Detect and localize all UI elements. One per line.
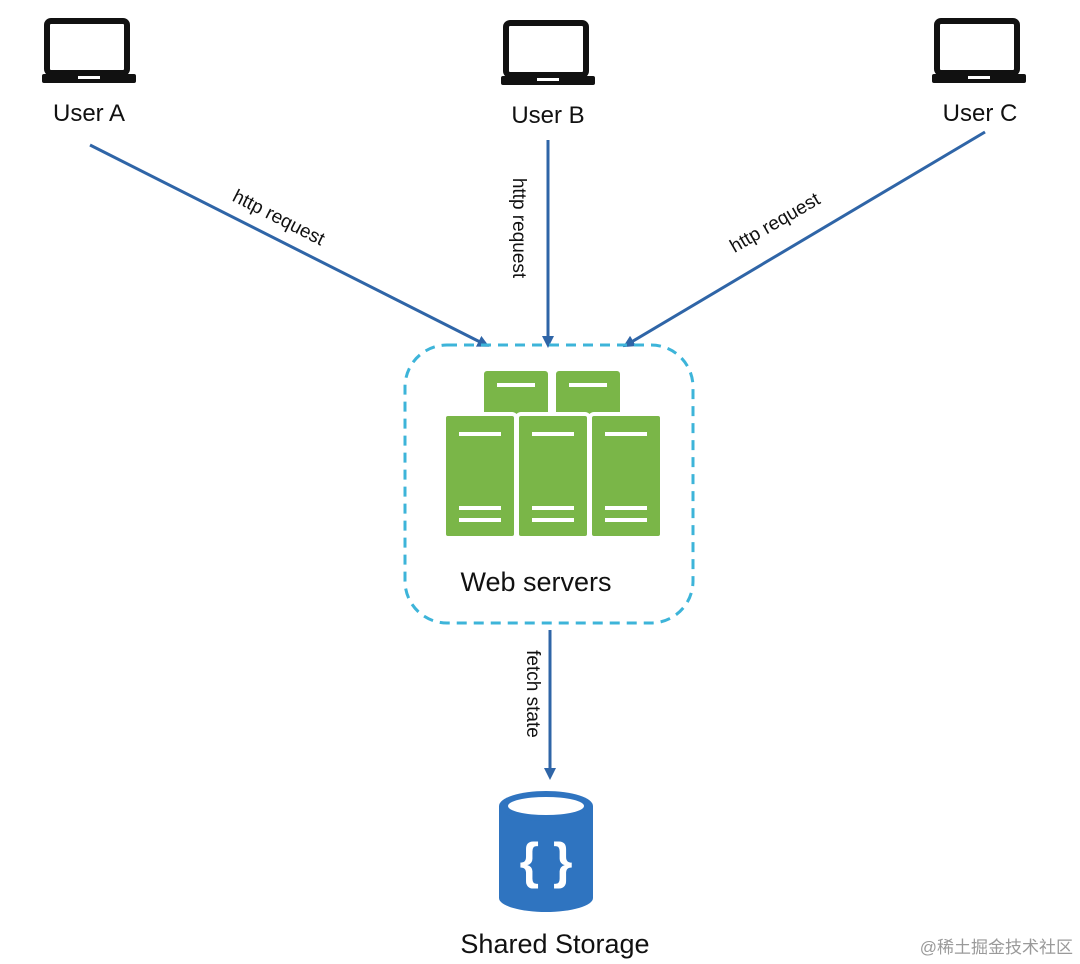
edge-label-user-b: http request xyxy=(508,178,529,279)
web-servers-label: Web servers xyxy=(460,567,611,597)
edge-label-storage: fetch state xyxy=(522,650,543,738)
user-a-label: User A xyxy=(53,100,125,127)
database-glyph: { } xyxy=(520,833,573,889)
shared-storage-label: Shared Storage xyxy=(460,929,649,959)
edge-label-user-c: http request xyxy=(727,189,825,258)
web-servers-boundary xyxy=(403,343,695,625)
user-c-node: User C xyxy=(932,18,1026,127)
user-c-label: User C xyxy=(943,100,1018,127)
user-b-label: User B xyxy=(511,102,584,129)
server-rack-icon xyxy=(442,371,664,540)
web-servers-group: Web servers xyxy=(403,343,695,625)
user-b-node: User B xyxy=(501,20,595,129)
laptop-icon xyxy=(501,20,595,85)
shared-storage-node: { } Shared Storage xyxy=(460,791,650,959)
user-a-node: User A xyxy=(42,18,136,127)
watermark: @稀土掘金技术社区 xyxy=(920,938,1073,957)
database-icon: { } xyxy=(499,791,593,912)
laptop-icon xyxy=(42,18,136,83)
arrow-user-a xyxy=(89,143,490,347)
arrow-user-c xyxy=(622,130,986,348)
laptop-icon xyxy=(932,18,1026,83)
